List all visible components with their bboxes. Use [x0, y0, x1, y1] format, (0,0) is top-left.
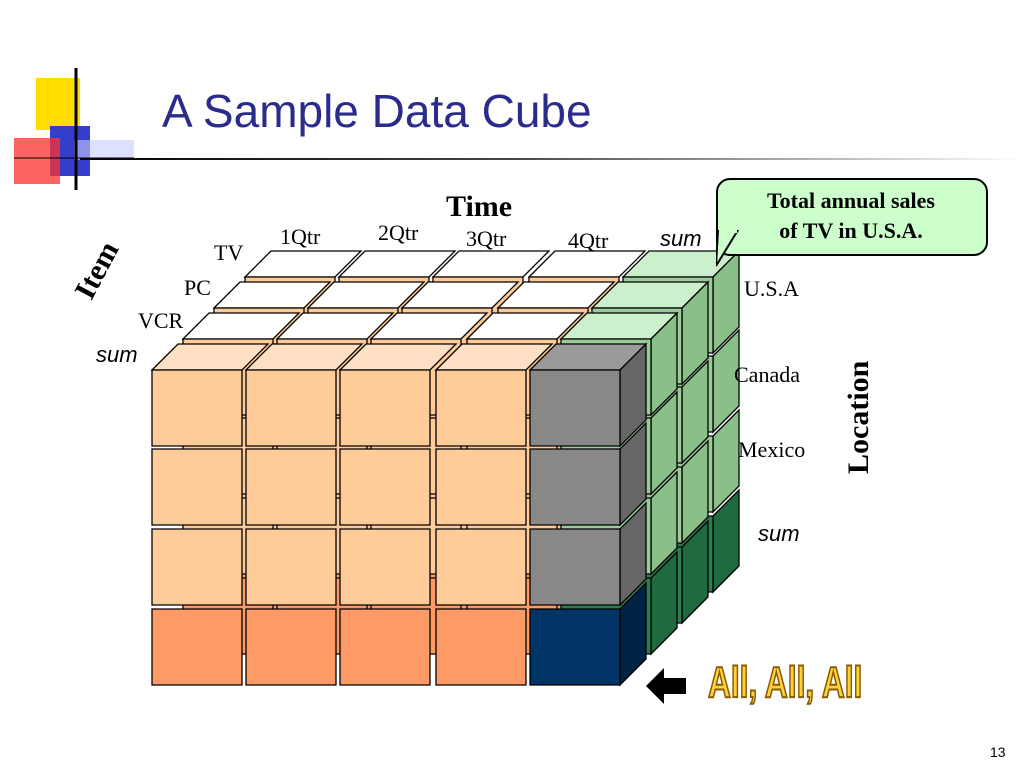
time-label-1qtr: 1Qtr	[280, 224, 321, 249]
cube-cell	[245, 448, 337, 526]
cube-cell	[339, 528, 431, 606]
cube-cell	[529, 528, 621, 606]
cube-cell	[151, 369, 243, 447]
location-label-canada: Canada	[734, 362, 800, 387]
callout-text: Total annual sales of TV in U.S.A.	[718, 186, 984, 246]
item-label-tv: TV	[214, 240, 244, 265]
cube-cell	[151, 528, 243, 606]
cube-cell	[435, 369, 527, 447]
item-label-vcr: VCR	[138, 308, 184, 333]
cube-cell	[151, 608, 243, 686]
cube-cell	[245, 369, 337, 447]
cube-cell	[339, 608, 431, 686]
cube-cell	[435, 448, 527, 526]
time-label-3qtr: 3Qtr	[466, 226, 507, 251]
location-label-sum: sum	[758, 521, 800, 546]
time-label-sum: sum	[660, 226, 702, 251]
page-number: 13	[990, 744, 1006, 760]
all-all-all-label: All, All, All	[707, 657, 863, 708]
cube-cell	[339, 369, 431, 447]
time-axis-label: Time	[446, 190, 513, 223]
callout-line-1: Total annual sales	[767, 188, 935, 213]
time-label-2qtr: 2Qtr	[378, 220, 419, 245]
slide-title: A Sample Data Cube	[162, 85, 592, 137]
time-label-4qtr: 4Qtr	[568, 228, 609, 253]
callout-tail	[716, 230, 740, 267]
cube-cell	[529, 448, 621, 526]
location-label-mexico: Mexico	[738, 437, 806, 462]
cube-cell	[245, 528, 337, 606]
callout-box	[716, 178, 988, 256]
cube-cell	[435, 608, 527, 686]
location-label-usa: U.S.A	[744, 276, 800, 301]
cube-cell	[529, 369, 621, 447]
callout-line-2: of TV in U.S.A.	[779, 218, 923, 243]
location-axis-label: Location	[842, 360, 875, 474]
cube-cell	[529, 608, 621, 686]
cube-cell	[245, 608, 337, 686]
cube-cell	[339, 448, 431, 526]
item-label-sum: sum	[96, 342, 138, 367]
item-label-pc: PC	[184, 275, 211, 300]
cube-cell	[151, 448, 243, 526]
arrow-left-icon	[646, 668, 686, 704]
cube-cell	[435, 528, 527, 606]
title-divider	[80, 158, 1024, 160]
